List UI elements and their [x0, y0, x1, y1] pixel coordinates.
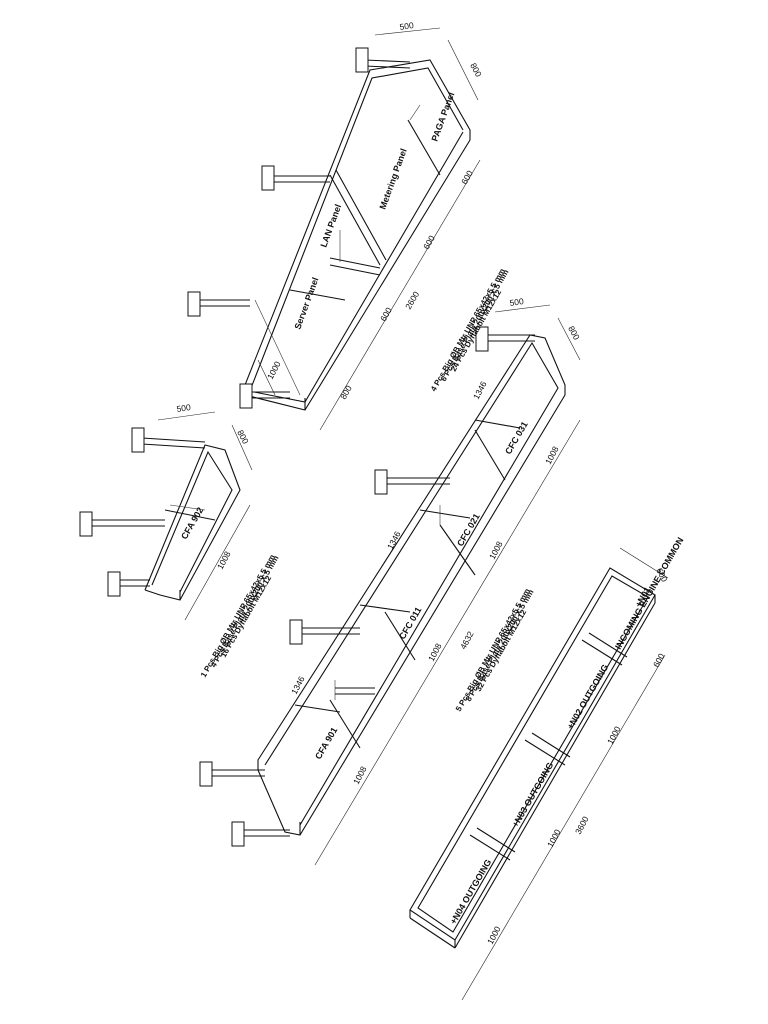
dimension-line — [257, 359, 276, 396]
base-plate — [187, 291, 201, 317]
dimension-line — [447, 39, 479, 101]
dim-label: 1008 — [426, 641, 444, 663]
base-plate — [199, 761, 213, 787]
dimension-line — [461, 654, 666, 1001]
frame-3-inner — [264, 341, 559, 826]
frame-1 — [187, 27, 481, 431]
base-plate — [107, 571, 121, 597]
frame-4-outline — [409, 567, 656, 941]
dim-label: 1000 — [545, 827, 563, 849]
dim-label: 800 — [338, 383, 354, 401]
dim-label: 1008 — [487, 539, 505, 561]
frame-1-outline-top — [244, 59, 471, 395]
base-plate — [355, 47, 369, 73]
material-note: 16 Pcs Dynabolt M12x12 — [219, 574, 274, 659]
dimension-line — [314, 419, 581, 866]
base-plate — [231, 821, 245, 847]
dim-label: 500 — [509, 296, 525, 308]
frame-4-inner — [417, 575, 649, 933]
panel-label: +N03 OUTGOING — [510, 761, 555, 829]
dim-label: 1346 — [471, 379, 489, 401]
dim-label: 1008 — [351, 764, 369, 786]
dim-label: 800 — [468, 61, 484, 78]
dimension-line — [231, 424, 253, 471]
dim-label: 1000 — [265, 359, 283, 381]
base-plate — [79, 511, 93, 537]
dimension-line — [619, 547, 669, 579]
material-note: 32 Pcs Dynabolt M12x12 — [474, 608, 529, 693]
base-plate — [131, 427, 145, 453]
panel-label: +N02 OUTGOING — [565, 663, 610, 731]
frame-3 — [199, 304, 581, 866]
dimension-line — [374, 27, 441, 36]
panel-label: CFA 901 — [313, 726, 339, 761]
dimension-line — [494, 304, 551, 313]
base-plate — [374, 469, 388, 495]
frame-2 — [79, 411, 253, 621]
dim-label: 1000 — [605, 724, 623, 746]
dim-label: 600 — [459, 168, 475, 186]
dimension-line — [157, 411, 216, 421]
panel-label: Server Panel — [292, 276, 320, 331]
dim-label: 1008 — [543, 444, 561, 466]
dimension-line — [557, 317, 581, 361]
frame-1-inner-rail — [250, 67, 464, 389]
dim-label: 1008 — [215, 549, 233, 571]
frame-2-inner — [151, 450, 233, 593]
base-plate — [261, 165, 275, 191]
frame-1-inner-front — [253, 131, 464, 403]
dim-label: 1346 — [289, 674, 307, 696]
dim-label: 500 — [399, 20, 415, 32]
dimension-line — [319, 159, 481, 431]
dim-label: 4632 — [458, 629, 476, 651]
panel-label: Metering Panel — [377, 147, 408, 211]
frame-4 — [409, 547, 669, 1001]
dim-label: 3600 — [573, 814, 591, 836]
material-note: 24 Pcs Dynabolt M12x12 — [449, 288, 504, 373]
base-plate — [289, 619, 303, 645]
base-plate — [239, 383, 253, 409]
dim-label: 600 — [378, 305, 394, 323]
dim-label: 2600 — [403, 289, 421, 311]
panel-label: PAGA Panel — [429, 91, 456, 143]
panel-label: +N04 OUTGOING — [448, 858, 493, 926]
dim-label: 1346 — [385, 529, 403, 551]
dim-label: 500 — [176, 402, 192, 414]
dimension-line — [184, 504, 251, 621]
dim-label: 800 — [566, 324, 582, 341]
dim-label: 800 — [235, 428, 251, 445]
base-plate — [475, 326, 489, 352]
frame-2-outline — [144, 444, 241, 601]
panel-label: LAN Panel — [318, 203, 343, 249]
dim-label: 600 — [651, 651, 667, 668]
panel-label: INCOMING ENGINE COMMON — [613, 536, 685, 651]
frame-3-outline — [257, 334, 566, 836]
